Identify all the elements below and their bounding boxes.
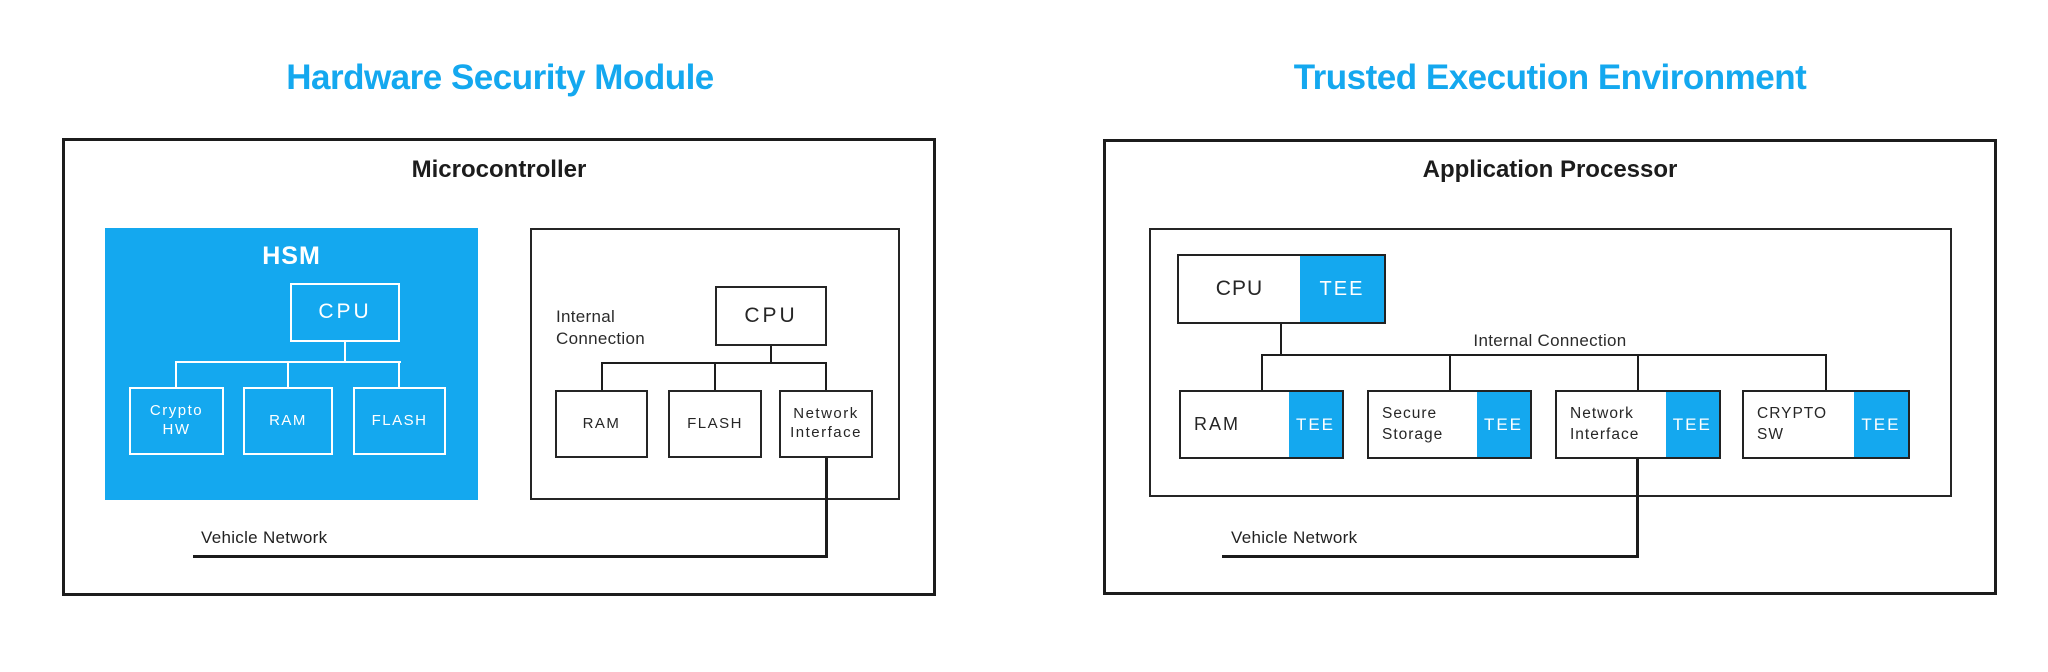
ap-connector-line — [1280, 324, 1282, 355]
mcu-connector-line — [825, 362, 827, 390]
hsm-crypto-hw-box: Crypto HW — [129, 387, 224, 455]
ap-connector-line — [1261, 354, 1263, 390]
mcu-flash-box: FLASH — [668, 390, 762, 458]
hsm-connector-line — [287, 361, 289, 388]
microcontroller-label: Microcontroller — [411, 156, 587, 183]
mcu-connector-line — [714, 362, 716, 390]
ap-network-interface-tee-box: Network Interface TEE — [1555, 390, 1721, 459]
ap-cpu-tee-box: CPU TEE — [1177, 254, 1386, 324]
hsm-connector-line — [344, 340, 346, 363]
internal-connection-label: Internal Connection — [1473, 331, 1627, 350]
ap-secure-storage-label: Secure Storage — [1382, 405, 1444, 443]
vehicle-network-drop-line — [1636, 459, 1639, 556]
mcu-connector-line — [601, 362, 603, 390]
vehicle-network-drop-line — [825, 458, 828, 558]
mcu-ram-box: RAM — [555, 390, 648, 458]
internal-connection-label: Internal Connection — [556, 307, 646, 349]
vehicle-network-label: Vehicle Network — [201, 528, 328, 547]
ap-connector-line — [1261, 354, 1827, 356]
ap-connector-line — [1637, 354, 1639, 390]
ap-ram-tee-box: RAM TEE — [1179, 390, 1344, 459]
ap-network-interface-tee-label: TEE — [1665, 392, 1719, 457]
ap-crypto-sw-tee-label: TEE — [1853, 392, 1908, 457]
hsm-ram-box: RAM — [243, 387, 333, 455]
hsm-connector-line — [175, 361, 177, 388]
ap-crypto-sw-label: CRYPTO SW — [1757, 405, 1828, 443]
ap-secure-storage-tee-box: Secure Storage TEE — [1367, 390, 1532, 459]
ap-secure-storage-tee-label: TEE — [1476, 392, 1530, 457]
ap-connector-line — [1825, 354, 1827, 390]
vehicle-network-line — [193, 555, 827, 558]
hsm-panel-label: HSM — [262, 242, 321, 270]
ap-ram-tee-label: TEE — [1288, 392, 1342, 457]
ap-connector-line — [1449, 354, 1451, 390]
hsm-cpu-box: CPU — [290, 283, 400, 342]
mcu-network-interface-box: Network Interface — [779, 390, 873, 458]
ap-cpu-label: CPU — [1215, 277, 1264, 301]
mcu-connector-line — [770, 346, 772, 363]
application-processor-label: Application Processor — [1422, 156, 1678, 183]
ap-network-interface-label: Network Interface — [1570, 405, 1640, 443]
vehicle-network-line — [1222, 555, 1639, 558]
hsm-diagram-title: Hardware Security Module — [286, 58, 714, 97]
ap-ram-label: RAM — [1194, 413, 1240, 434]
tee-diagram-title: Trusted Execution Environment — [1293, 58, 1807, 97]
vehicle-network-label: Vehicle Network — [1231, 528, 1358, 547]
ap-crypto-sw-tee-box: CRYPTO SW TEE — [1742, 390, 1910, 459]
mcu-cpu-box: CPU — [715, 286, 827, 346]
hsm-connector-line — [398, 361, 400, 388]
hsm-flash-box: FLASH — [353, 387, 446, 455]
ap-cpu-tee-label: TEE — [1299, 256, 1384, 322]
